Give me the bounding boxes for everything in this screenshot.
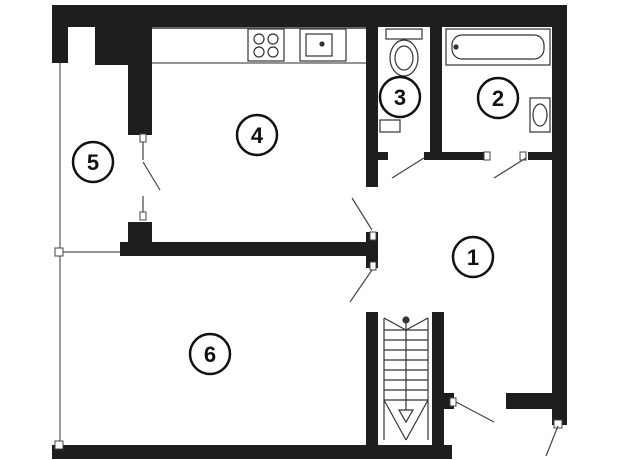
- wall-bath3-bottom: [378, 152, 388, 160]
- staircase-icon: [383, 316, 429, 441]
- wall-door-post: [366, 232, 378, 268]
- wall-right: [552, 5, 567, 425]
- thin-lines: [59, 62, 366, 445]
- wall-room5-room4: [128, 5, 152, 135]
- room-number-label: 6: [204, 342, 216, 367]
- wall-bottom-right: [506, 393, 566, 409]
- room-marker-5: 5: [71, 140, 115, 184]
- window-markers: [54, 133, 563, 450]
- stove-icon: [247, 28, 285, 62]
- wall-top: [52, 5, 552, 27]
- kitchen-sink-icon: [299, 28, 347, 62]
- wall-bottom: [52, 445, 452, 459]
- room-marker-2: 2: [476, 76, 520, 120]
- walls: [52, 5, 567, 459]
- toilet-icon: [379, 28, 423, 133]
- room-marker-1: 1: [451, 235, 495, 279]
- wall-room6-right: [366, 312, 378, 447]
- wall-left-top: [52, 5, 68, 63]
- door-room6-swing: [349, 269, 373, 303]
- wall-stair-right: [432, 312, 444, 447]
- wall-room4-corner: [128, 222, 152, 256]
- room-number-label: 2: [492, 86, 504, 111]
- door-room4-swing: [351, 197, 373, 231]
- bathtub-icon: [445, 28, 551, 66]
- room-number-label: 3: [394, 85, 406, 110]
- door-room5-swing-upper: [142, 161, 161, 191]
- door-bottom-right-swing: [545, 425, 559, 457]
- room-marker-4: 4: [235, 113, 279, 157]
- room-marker-6: 6: [188, 332, 232, 376]
- wall-bath-left: [366, 27, 378, 187]
- wall-room4-room6: [120, 242, 372, 256]
- room-number-label: 1: [467, 245, 479, 270]
- door-bath2-swing: [493, 157, 527, 179]
- wall-stair-lower: [444, 393, 454, 409]
- room-marker-3: 3: [378, 75, 422, 119]
- wall-bath3-bottom-right: [424, 152, 484, 160]
- room-number-label: 4: [251, 123, 264, 148]
- door-entrance-swing: [455, 401, 495, 423]
- wall-bath-mid: [430, 27, 442, 157]
- room-number-label: 5: [87, 150, 99, 175]
- washbasin-icon: [529, 97, 551, 133]
- doors: [142, 142, 559, 457]
- wall-kitchen-top: [152, 27, 372, 29]
- door-bath3-swing: [391, 157, 425, 179]
- wall-bath2-bottom: [528, 152, 552, 160]
